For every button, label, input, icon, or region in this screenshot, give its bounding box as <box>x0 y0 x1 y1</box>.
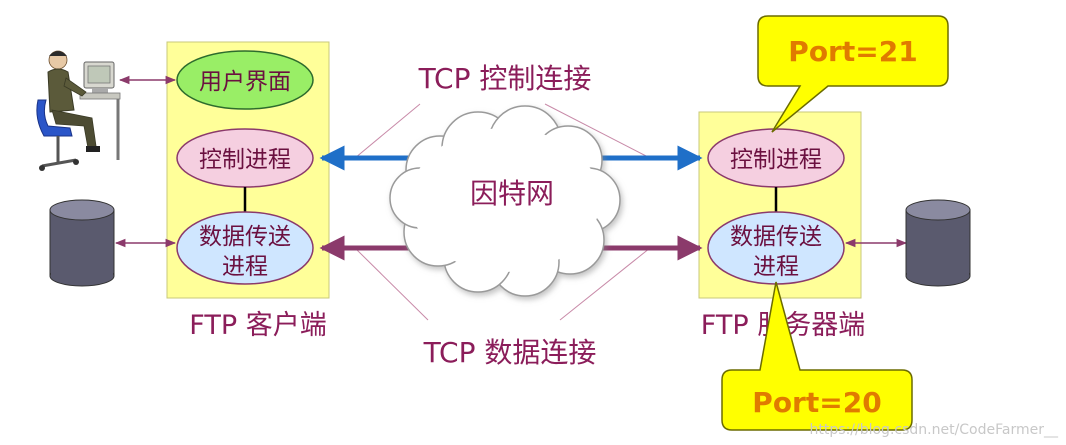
internet-label: 因特网 <box>470 177 554 210</box>
server-database-icon <box>905 199 971 287</box>
control-connection-label: TCP 控制连接 <box>418 62 592 95</box>
client-user-interface-label: 用户界面 <box>199 69 291 95</box>
data-connection-label: TCP 数据连接 <box>423 336 597 369</box>
control-port-label: Port=21 <box>788 35 917 68</box>
internet-cloud-icon <box>389 105 621 297</box>
control-port-callout: Port=21 <box>757 15 949 133</box>
client-data-process-label-1: 数据传送 <box>199 224 291 250</box>
data-port-label: Port=20 <box>752 386 881 419</box>
client-control-process-label: 控制进程 <box>199 147 291 173</box>
server-data-process-label-2: 进程 <box>753 254 799 280</box>
user-at-computer-icon <box>36 50 121 171</box>
server-control-process-label: 控制进程 <box>730 147 822 173</box>
client-data-process-node <box>176 211 314 285</box>
server-data-process-label-1: 数据传送 <box>730 224 822 250</box>
data-port-callout: Port=20 <box>721 281 913 431</box>
client-user-interface-node <box>176 50 314 110</box>
client-database-icon <box>49 199 115 287</box>
watermark: https://blog.csdn.net/CodeFarmer__ <box>810 422 1059 438</box>
client-caption: FTP 客户端 <box>189 310 326 341</box>
client-data-process-label-2: 进程 <box>222 254 268 280</box>
